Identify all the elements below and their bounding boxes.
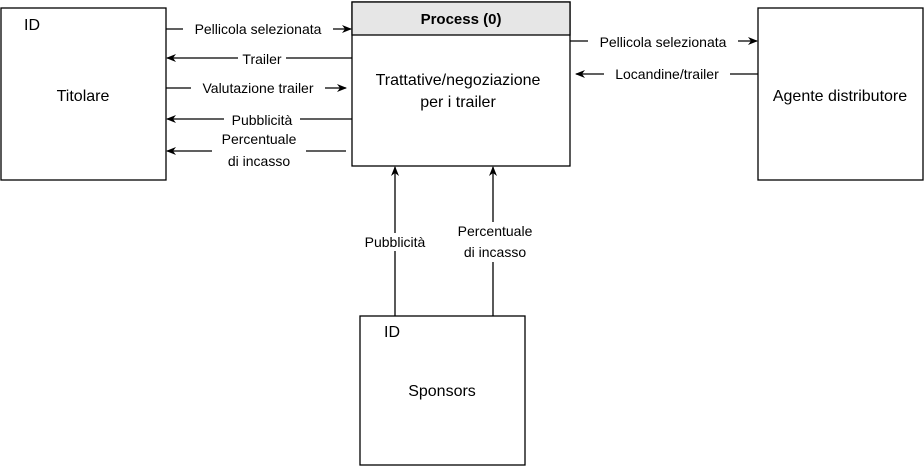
- flow-label-line1: Percentuale: [222, 131, 297, 147]
- flow-label: Locandine/trailer: [615, 66, 719, 82]
- entity-agente-distributore[interactable]: Agente distributore: [757, 7, 924, 181]
- process-name-line1: Trattative/negoziazione: [376, 72, 541, 89]
- sponsors-id: ID: [384, 324, 400, 341]
- process-name-line2: per i trailer: [420, 94, 496, 111]
- process-box[interactable]: Process (0) Trattative/negoziazione per …: [351, 1, 571, 167]
- agente-name: Agente distributore: [773, 88, 907, 105]
- flow-label: Trailer: [242, 51, 281, 67]
- entity-titolare[interactable]: ID Titolare: [0, 7, 167, 181]
- flow-agente-to-process-locandine[interactable]: Locandine/trailer: [575, 65, 758, 83]
- process-header: Process (0): [421, 11, 502, 28]
- flow-label: Valutazione trailer: [202, 80, 313, 96]
- flow-label: Pubblicità: [365, 234, 426, 250]
- flow-sponsors-to-process-percentuale[interactable]: Percentuale di incasso: [450, 166, 540, 316]
- flow-titolare-to-process-valutazione[interactable]: Valutazione trailer: [166, 79, 347, 97]
- flow-sponsors-to-process-pubblicita[interactable]: Pubblicità: [358, 166, 432, 316]
- flow-label: Pellicola selezionata: [195, 21, 322, 37]
- flow-process-to-titolare-trailer[interactable]: Trailer: [166, 50, 352, 67]
- flow-process-to-agente-pellicola[interactable]: Pellicola selezionata: [570, 33, 758, 50]
- flow-label: Pellicola selezionata: [600, 34, 727, 50]
- flow-label: Pubblicità: [232, 112, 293, 128]
- entity-sponsors[interactable]: ID Sponsors: [359, 315, 526, 466]
- sponsors-name: Sponsors: [408, 383, 476, 400]
- titolare-name: Titolare: [57, 88, 110, 105]
- titolare-id: ID: [24, 17, 40, 34]
- flow-process-to-titolare-percentuale[interactable]: Percentuale di incasso: [166, 130, 346, 171]
- flow-process-to-titolare-pubblicita[interactable]: Pubblicità: [166, 111, 352, 128]
- flow-label-line2: di incasso: [464, 244, 526, 260]
- flow-titolare-to-process-pellicola[interactable]: Pellicola selezionata: [166, 20, 352, 38]
- flow-label-line1: Percentuale: [458, 223, 533, 239]
- flow-label-line2: di incasso: [228, 153, 290, 169]
